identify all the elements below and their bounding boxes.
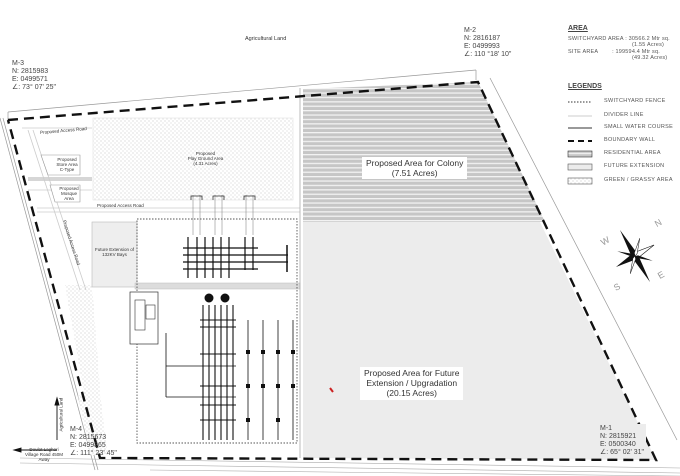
bottom-left-green	[78, 395, 108, 455]
area-site-acres: (49.32 Acres)	[632, 54, 668, 61]
marker-angle: ∠: 110 °18' 10"	[464, 51, 512, 59]
legend-item-divider-line: DIVIDER LINE	[604, 112, 644, 118]
legend-item-boundary-wall: BOUNDARY WALL	[604, 137, 656, 143]
switchyard-equipment	[129, 195, 295, 440]
residential-colony-area	[303, 82, 545, 222]
legend-item-water-course: SMALL WATER COURSE	[604, 124, 674, 130]
agricultural-land-arrow-label: Agricultural Land	[58, 397, 64, 432]
marker-m2: M-2 N: 2816187 E: 0499993 ∠: 110 °18' 10…	[464, 27, 511, 59]
marker-easting: E: 0499571	[12, 76, 48, 84]
marker-easting: E: 0499865	[70, 442, 106, 450]
marker-angle: ∠: 73° 07' 25"	[12, 84, 57, 92]
village-road-label: Doulat Laghari Village Road 450M Away	[25, 447, 63, 463]
marker-m3: M-3 N: 2815983 E: 0499571 ∠: 73° 07' 25"	[12, 60, 56, 92]
marker-angle: ∠: 65° 02' 31"	[600, 449, 645, 457]
legend-item-future-extension: FUTURE EXTENSION	[604, 163, 665, 169]
area-switchyard-acres: (1.55 Acres)	[632, 42, 665, 49]
legend-item-residential-area: RESIDENTIAL AREA	[604, 150, 661, 156]
marker-id: M-3	[12, 60, 25, 67]
mosque-area-shape	[49, 184, 81, 203]
mosque-area-label: Proposed Mosque Area	[59, 186, 79, 202]
marker-northing: N: 2815921	[600, 433, 637, 441]
playground-area	[92, 117, 294, 201]
future-area-label: Proposed Area for Future Extension / Upg…	[360, 367, 464, 400]
area-title: AREA	[568, 25, 588, 32]
marker-id: M-1	[600, 425, 613, 432]
marker-northing: N: 2815983	[12, 68, 49, 76]
marker-easting: E: 0499993	[464, 43, 500, 51]
left-direction-arrows	[12, 396, 60, 453]
store-area-shape	[40, 154, 81, 176]
marker-m1: M-1 N: 2815921 E: 0500340 ∠: 65° 02' 31"	[598, 424, 647, 459]
colony-area-label: Proposed Area for Colony (7.51 Acres)	[362, 157, 468, 180]
future-extension-area	[303, 222, 656, 460]
marker-northing: N: 2816187	[464, 35, 501, 43]
legend-title: LEGENDS	[568, 83, 602, 90]
legend-symbols	[567, 101, 593, 185]
marker-m4: M-4 N: 2815673 E: 0499865 ∠: 111° 23' 45…	[70, 426, 117, 458]
compass-rose-icon	[615, 230, 655, 282]
switchyard-fence	[136, 218, 298, 444]
red-marker	[329, 387, 334, 393]
legend-block: LEGENDS SWITCHYARD FENCE DIVIDER LINE SM…	[568, 83, 680, 193]
agricultural-land-label: Agricultural Land	[245, 36, 287, 42]
area-switchyard: SWITCHYARD AREA : 30566.2 Mtr sq.	[568, 36, 670, 43]
future-132kv-label: Future Extension of 132KV Bays	[94, 247, 135, 258]
area-site: SITE AREA : 199594.4 Mtr sq.	[568, 48, 660, 55]
marker-id: M-4	[70, 426, 83, 433]
store-area-label: Proposed Store Area C-Type	[56, 157, 78, 173]
marker-northing: N: 2815673	[70, 434, 107, 442]
marker-id: M-2	[464, 27, 477, 34]
marker-angle: ∠: 111° 23' 45"	[70, 450, 117, 458]
legend-item-green-area: GREEN / GRASSY AREA	[604, 177, 673, 183]
legend-item-switchyard-fence: SWITCHYARD FENCE	[604, 98, 666, 104]
marker-easting: E: 0500340	[600, 441, 636, 449]
playground-label: Proposed Play Ground Area (4.31 Acres)	[187, 151, 224, 167]
access-road-mid-label: Proposed Access Road	[97, 203, 144, 208]
area-block: AREA SWITCHYARD AREA : 30566.2 Mtr sq. (…	[568, 25, 680, 61]
boundary-wall	[6, 80, 658, 462]
bottom-road-lines	[19, 457, 680, 476]
